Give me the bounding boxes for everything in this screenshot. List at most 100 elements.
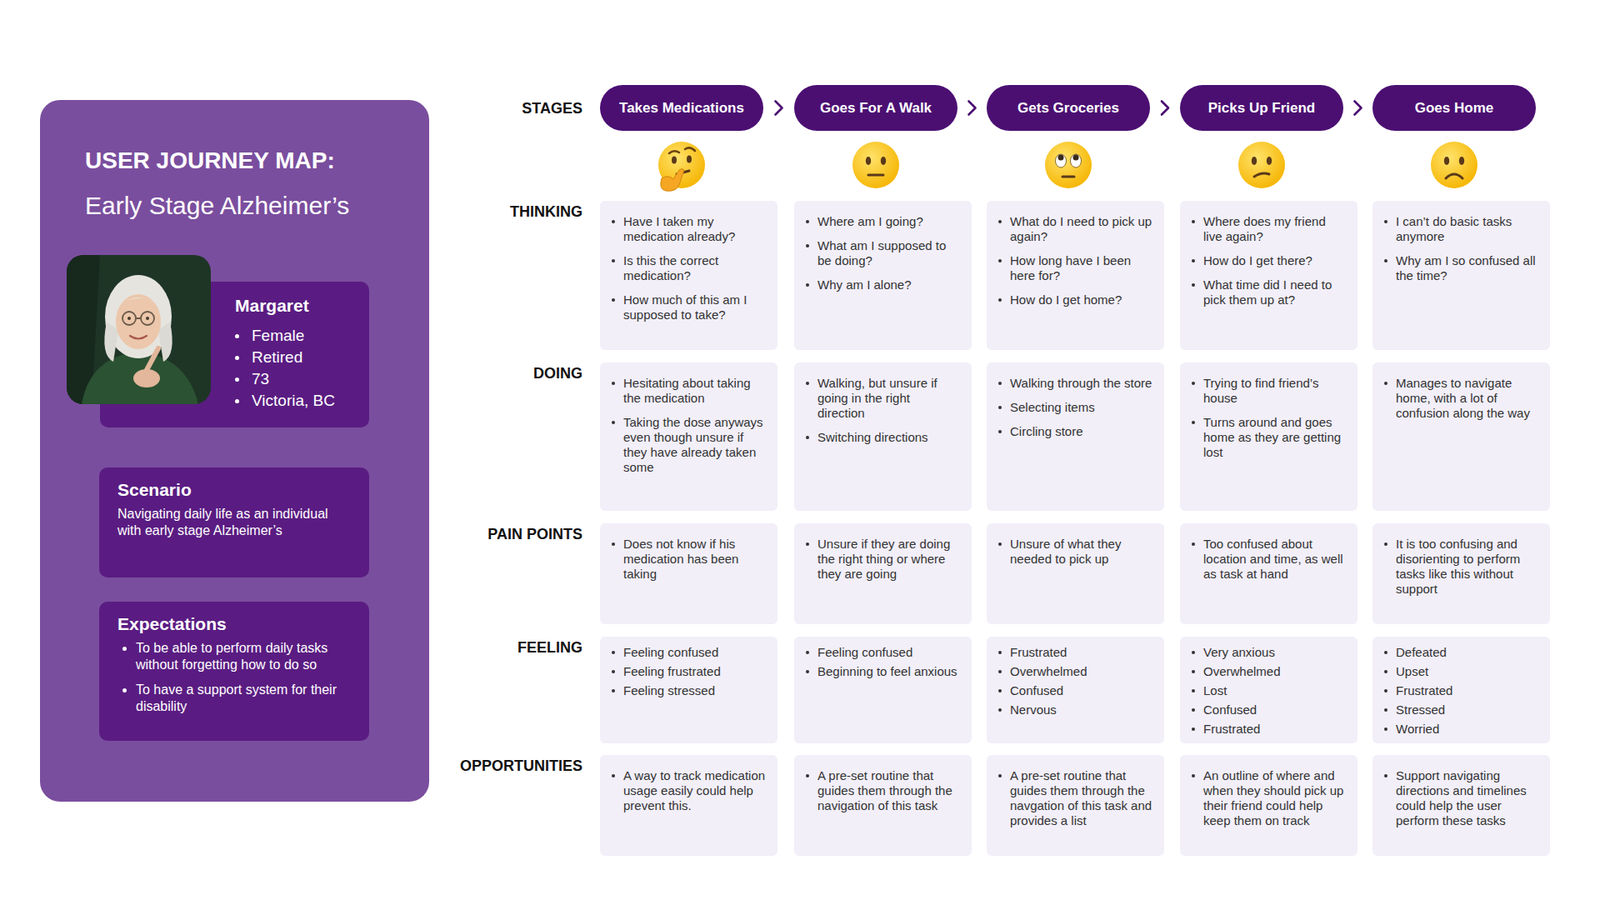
journey-cell: DefeatedUpsetFrustratedStressedWorried	[1372, 636, 1550, 744]
cell-text: An outline of where and when they should…	[1191, 768, 1346, 829]
stage-name: Gets Groceries	[1017, 99, 1120, 118]
journey-cell: What do I need to pick up again?How long…	[986, 200, 1165, 350]
cell-text: Worried	[1384, 721, 1539, 737]
frowning-emoji	[1430, 141, 1478, 189]
neutral-emoji	[868, 174, 884, 177]
journey-cell: Unsure of what they needed to pick up	[986, 523, 1165, 625]
journey-cell: Where am I going?What am I supposed to b…	[794, 200, 972, 350]
card-heading: Expectations	[117, 613, 351, 635]
confused-emoji	[1254, 173, 1270, 177]
persona-photo	[145, 316, 150, 320]
cell-text: Frustrated	[998, 645, 1153, 660]
persona-photo	[66, 255, 211, 405]
thinking-emoji	[660, 169, 685, 192]
cell-text: A way to track medication usage easily c…	[611, 768, 766, 814]
cell-text: Why am I alone?	[805, 277, 960, 293]
cell-text: Taking the dose anyways even though unsu…	[611, 415, 766, 475]
journey-cell: Does not know if his medication has been…	[600, 523, 778, 625]
cell-text: Unsure if they are doing the right thing…	[805, 536, 960, 582]
cell-text: Lost	[1191, 683, 1346, 699]
persona-detail: Victoria, BC	[235, 390, 358, 412]
confused-emoji	[1251, 156, 1257, 165]
cell-text: Turns around and goes home as they are g…	[1191, 415, 1346, 460]
cell-text: How long have I been here for?	[998, 253, 1153, 284]
persona-photo	[115, 294, 161, 350]
card-text: To be able to perform daily tasks withou…	[117, 640, 351, 674]
eye-roll-emoji	[1045, 141, 1092, 189]
cell-text: Selecting items	[998, 400, 1153, 415]
journey-cell: Have I taken my medication already?Is th…	[600, 200, 778, 350]
eye-roll-emoji	[1062, 175, 1075, 179]
cell-text: Too confused about location and time, as…	[1191, 536, 1346, 582]
confused-emoji	[1238, 141, 1285, 189]
persona-photo	[146, 348, 159, 370]
journey-map-panel: USER JOURNEY MAP:Early Stage Alzheimer’s…	[40, 100, 430, 802]
eye-roll-emoji	[1055, 154, 1067, 168]
eye-roll-emoji	[1070, 154, 1082, 168]
cell-text: Feeling stressed	[611, 683, 766, 699]
journey-cell: Manages to navigate home, with a lot of …	[1372, 362, 1550, 511]
journey-cell: I can’t do basic tasks anymoreWhy am I s…	[1372, 200, 1550, 350]
journey-cell: Feeling confusedBeginning to feel anxiou…	[794, 636, 972, 744]
persona-photo	[130, 335, 147, 340]
confused-emoji	[1266, 156, 1272, 165]
journey-cell: An outline of where and when they should…	[1180, 755, 1358, 856]
persona-detail: 73	[235, 368, 358, 390]
cell-text: Confused	[1191, 702, 1346, 718]
persona-photo	[104, 321, 119, 362]
row-label: THINKING	[400, 202, 583, 221]
thinking-emoji	[669, 150, 680, 154]
stage-name: Goes For A Walk	[820, 99, 932, 118]
card-heading: Scenario	[117, 479, 351, 501]
cell-text: What am I supposed to be doing?	[805, 238, 960, 269]
map-title: USER JOURNEY MAP:	[85, 147, 335, 175]
cell-text: A pre-set routine that guides them throu…	[998, 768, 1153, 829]
row-label: STAGES	[400, 99, 583, 118]
stage-name: Takes Medications	[619, 99, 745, 118]
thinking-emoji	[658, 141, 705, 191]
cell-text: Circling store	[998, 424, 1153, 440]
cell-text: It is too confusing and disorienting to …	[1384, 536, 1539, 597]
cell-text: Confused	[998, 683, 1153, 699]
row-label: DOING	[400, 364, 583, 383]
neutral-emoji	[852, 141, 900, 189]
stage-arrow	[969, 101, 976, 115]
journey-cell: It is too confusing and disorienting to …	[1372, 523, 1550, 625]
cell-text: Feeling confused	[805, 645, 960, 660]
cell-text: A pre-set routine that guides them throu…	[805, 768, 960, 814]
cell-text: Have I taken my medication already?	[611, 214, 766, 245]
journey-cell: Walking, but unsure if going in the righ…	[794, 362, 972, 511]
cell-text: Overwhelmed	[998, 664, 1153, 680]
cell-text: Frustrated	[1384, 683, 1539, 699]
persona-photo	[66, 255, 211, 405]
cell-text: Feeling frustrated	[611, 664, 766, 680]
journey-cell: Feeling confusedFeeling frustratedFeelin…	[600, 636, 778, 744]
cell-text: Stressed	[1384, 702, 1539, 718]
neutral-emoji	[865, 156, 871, 165]
cell-text: What time did I need to pick them up at?	[1191, 277, 1346, 308]
journey-cell: Trying to find friend’s houseTurns aroun…	[1180, 362, 1358, 511]
cell-text: Support navigating directions and timeli…	[1384, 768, 1539, 829]
stage-name: Picks Up Friend	[1208, 99, 1315, 118]
persona-detail: Female	[235, 325, 358, 347]
stage-arrow	[775, 101, 783, 115]
cell-text: I can’t do basic tasks anymore	[1384, 214, 1539, 245]
frowning-emoji	[1430, 141, 1478, 189]
cell-text: How do I get home?	[998, 292, 1153, 308]
cell-text: Unsure of what they needed to pick up	[998, 536, 1153, 567]
frowning-emoji	[1444, 156, 1450, 165]
stage-pill: Gets Groceries	[986, 85, 1150, 131]
card-text: To have a support system for their disab…	[117, 681, 351, 715]
cell-text: How do I get there?	[1191, 253, 1346, 269]
persona-photo	[116, 297, 160, 307]
journey-cell: Walking through the storeSelecting items…	[986, 362, 1165, 511]
cell-text: Frustrated	[1191, 721, 1346, 737]
persona-name: Margaret	[235, 295, 358, 317]
eye-roll-emoji	[1073, 155, 1080, 161]
stage-pill: Goes For A Walk	[794, 85, 958, 131]
cell-text: Where does my friend live again?	[1191, 214, 1346, 245]
stage-arrow	[1161, 101, 1169, 115]
journey-cell: Unsure if they are doing the right thing…	[794, 523, 972, 625]
cell-text: Upset	[1384, 664, 1539, 680]
